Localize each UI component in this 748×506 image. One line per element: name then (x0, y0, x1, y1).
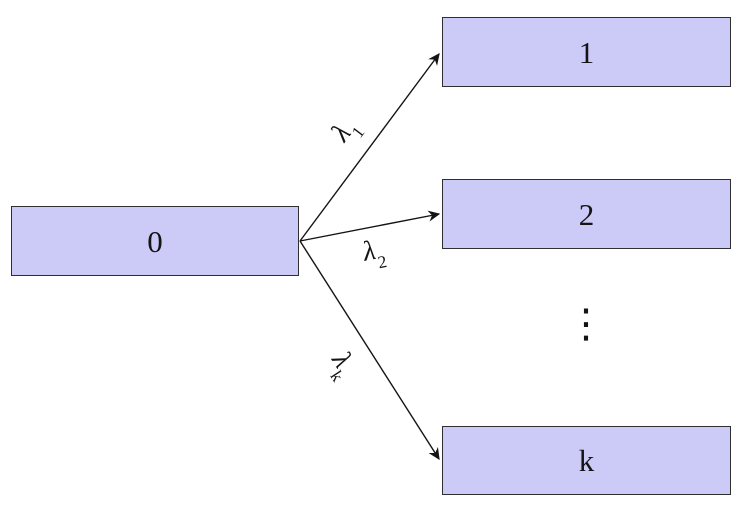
vertical-ellipsis-icon: ⋮ (566, 301, 606, 347)
edge-0-to-1 (299, 52, 440, 242)
edge-0-to-k (299, 240, 440, 461)
node-1: 1 (442, 17, 731, 87)
edge-0-to-2 (299, 210, 441, 242)
node-0-label: 0 (147, 223, 163, 259)
node-2-label: 2 (578, 196, 595, 232)
node-2: 2 (442, 179, 731, 249)
node-1-label: 1 (578, 34, 595, 70)
node-k-label: k (578, 443, 595, 478)
node-k: k (442, 426, 731, 495)
node-0: 0 (11, 206, 299, 276)
